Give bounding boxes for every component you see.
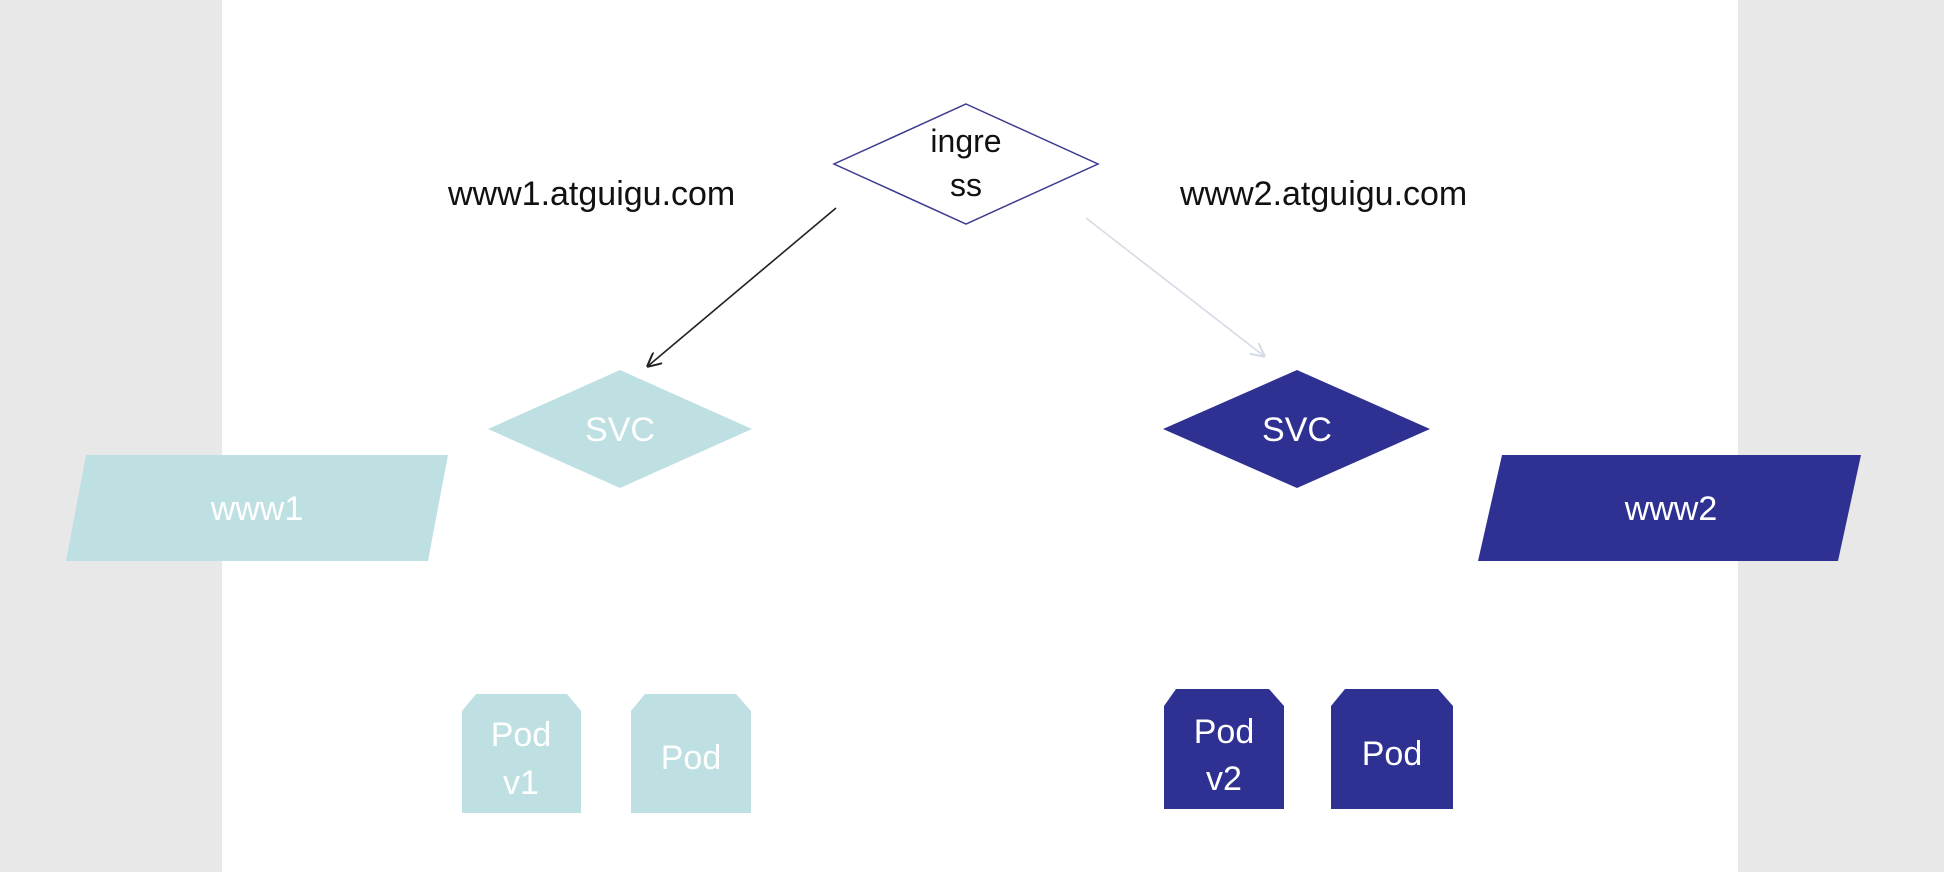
arrow-ingress-to-svc-left (648, 207, 837, 366)
svc-label-right: SVC (1262, 411, 1332, 449)
pod-right-1-line2: v2 (1206, 760, 1242, 798)
pod-left-2: Pod (631, 694, 751, 813)
deployment-label-right: www2 (1624, 490, 1718, 528)
pod-right-2-line1: Pod (1362, 735, 1423, 773)
arrow-ingress-to-svc-right (1085, 217, 1264, 356)
host-label-left: www1.atguigu.com (447, 175, 735, 213)
ingress-label-line1: ingre (930, 123, 1001, 159)
pod-right-2: Pod (1331, 689, 1453, 809)
deployment-node-right: www2 (1478, 455, 1861, 561)
pod-left-2-line1: Pod (661, 739, 722, 777)
deployment-node-left: www1 (66, 455, 448, 561)
svc-node-left: SVC (488, 370, 752, 488)
pod-left-1: Pod v1 (462, 694, 581, 813)
pod-right-1: Pod v2 (1164, 689, 1284, 809)
svc-node-right: SVC (1163, 370, 1430, 488)
ingress-node: ingre ss (832, 103, 1100, 225)
pod-left-1-line1: Pod (491, 716, 552, 754)
ingress-label-line2: ss (950, 167, 982, 203)
deployment-label-left: www1 (210, 490, 304, 528)
pod-right-1-line1: Pod (1194, 713, 1255, 751)
pod-left-1-line2: v1 (503, 764, 539, 802)
svc-label-left: SVC (585, 411, 655, 449)
host-label-right: www2.atguigu.com (1179, 175, 1467, 213)
